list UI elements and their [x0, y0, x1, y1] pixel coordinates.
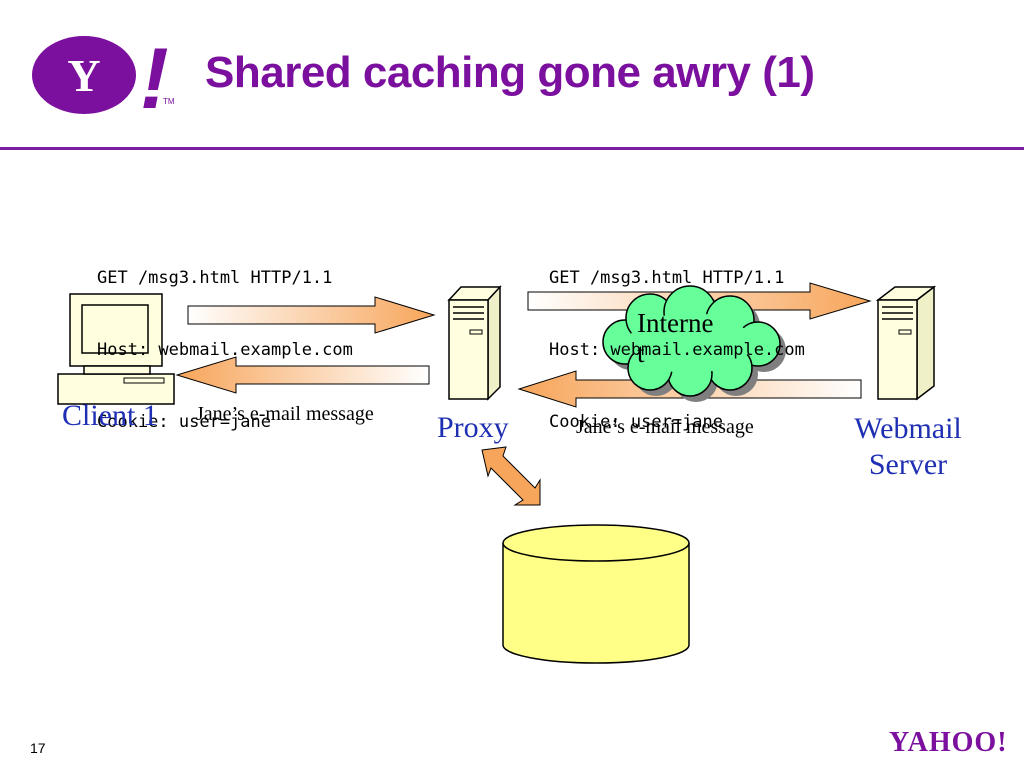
yahoo-logo-trademark: TM: [163, 97, 175, 106]
internet-cloud-icon: [602, 285, 786, 402]
arrow-client-to-proxy: [187, 296, 436, 334]
response-label-server-to-proxy: Jane’s e-mail message: [576, 416, 754, 438]
request-proxy-to-server: GET /msg3.html HTTP/1.1 Host: webmail.ex…: [549, 218, 805, 458]
request-client-to-proxy: GET /msg3.html HTTP/1.1 Host: webmail.ex…: [97, 218, 353, 458]
footer-yahoo-wordmark: YAHOO!: [889, 727, 1008, 758]
yahoo-logo-oval: [32, 36, 136, 114]
request-host-header: Host: webmail.example.com: [97, 340, 353, 360]
yahoo-logo-exclaim: !: [140, 31, 169, 127]
cache-storage-icon: [502, 524, 690, 664]
internet-label-line1: Interne: [637, 308, 714, 338]
request-line: GET /msg3.html HTTP/1.1: [549, 268, 785, 288]
client-label: Client 1: [62, 399, 158, 432]
yahoo-logo-letter: Y: [67, 50, 100, 101]
title-divider: [0, 147, 1024, 150]
webmail-server-label: Webmail Server: [846, 411, 970, 483]
arrow-proxy-cache: [481, 446, 541, 506]
request-line: GET /msg3.html HTTP/1.1: [97, 268, 333, 288]
webmail-server-label-line1: Webmail: [854, 412, 962, 445]
yahoo-logo: Y ! TM: [32, 31, 175, 127]
webmail-server-icon: [875, 285, 937, 401]
request-host-header: Host: webmail.example.com: [549, 340, 805, 360]
internet-label-line2: t: [637, 338, 645, 368]
webmail-server-label-line2: Server: [868, 448, 948, 481]
proxy-label: Proxy: [437, 411, 509, 444]
internet-label: Interne t: [637, 308, 713, 368]
arrow-proxy-to-client: [175, 356, 430, 394]
client-computer-icon: [57, 293, 175, 405]
page-title: Shared caching gone awry (1): [205, 48, 815, 97]
proxy-server-icon: [447, 285, 502, 401]
slide-number: 17: [30, 740, 46, 756]
response-label-proxy-to-client: Jane’s e-mail message: [196, 403, 374, 425]
request-cookie-header: Cookie: user=jane: [549, 412, 723, 432]
request-cookie-header: Cookie: user=jane: [97, 412, 271, 432]
